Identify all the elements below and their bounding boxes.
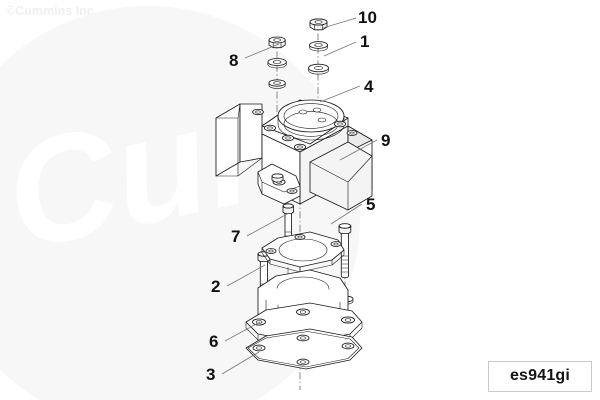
callout-3: 3: [206, 365, 216, 384]
part-washer-8b: [268, 79, 286, 89]
callout-7: 7: [231, 227, 241, 246]
callout-5: 5: [366, 195, 376, 214]
callout-1: 1: [360, 32, 370, 51]
part-spacer-plate: [261, 231, 345, 273]
callout-4: 4: [364, 77, 374, 96]
callout-2: 2: [211, 277, 221, 296]
part-washer-1b: [308, 63, 329, 75]
part-code-label: es941gi: [488, 361, 592, 392]
part-hex-nut-8: [268, 36, 286, 49]
part-hex-nut-10: [309, 18, 328, 31]
callout-6: 6: [209, 332, 219, 351]
part-valve-body-housing-4: [215, 99, 373, 211]
callout-8: 8: [229, 51, 239, 70]
callout-10: 10: [358, 8, 377, 27]
callout-9: 9: [381, 131, 391, 150]
callout-leader-lines: [221, 17, 378, 375]
copyright-watermark: ©Cummins Inc: [6, 4, 94, 18]
part-washer-1a: [309, 41, 328, 52]
part-washer-8a: [267, 58, 287, 69]
part-base-gasket-3: [245, 328, 363, 370]
